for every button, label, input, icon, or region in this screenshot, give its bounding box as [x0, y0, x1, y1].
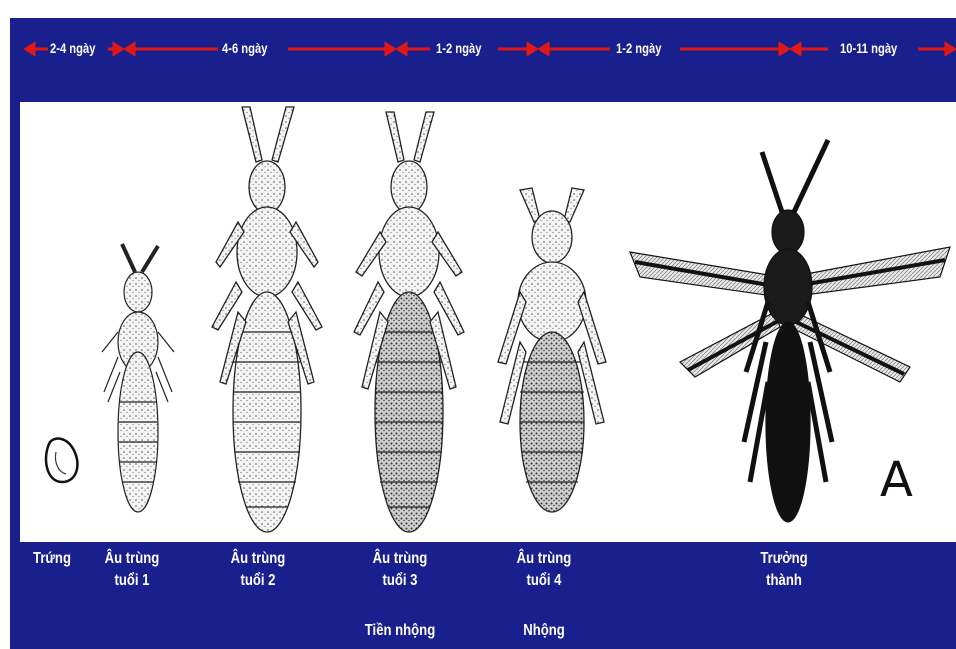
stage-label-adult: Trưởng thành — [743, 548, 825, 592]
stage-label-instar-3: Âu trùng tuổi 3 — [359, 548, 441, 592]
larva-instar-4-drawing — [498, 188, 606, 512]
duration-instar-2: 1-2 ngày — [436, 40, 481, 56]
larva-instar-2-drawing — [212, 107, 322, 532]
duration-adult: 10-11 ngày — [840, 40, 897, 56]
larva-instar-3-drawing — [354, 112, 464, 532]
duration-instar-1: 4-6 ngày — [222, 40, 267, 56]
insect-drawings — [20, 102, 956, 542]
sublabel-prepupa: Tiền nhộng — [359, 622, 441, 640]
illustration-panel: A — [20, 102, 956, 542]
lifecycle-diagram: 2-4 ngày 4-6 ngày 1-2 ngày 1-2 ngày 10-1… — [10, 18, 956, 649]
larva-instar-1-drawing — [102, 244, 174, 512]
stage-label-instar-2: Âu trùng tuổi 2 — [217, 548, 299, 592]
stage-label-instar-1: Âu trùng tuổi 1 — [91, 548, 173, 592]
panel-letter: A — [880, 452, 913, 508]
stage-label-instar-4: Âu trùng tuổi 4 — [503, 548, 585, 592]
duration-prepupa: 1-2 ngày — [616, 40, 661, 56]
sublabel-pupa: Nhộng — [503, 622, 585, 640]
stage-label-egg: Trứng — [21, 548, 83, 570]
duration-bar: 2-4 ngày 4-6 ngày 1-2 ngày 1-2 ngày 10-1… — [10, 18, 956, 84]
duration-arrows — [10, 18, 956, 84]
egg-drawing — [46, 439, 77, 482]
duration-egg: 2-4 ngày — [50, 40, 95, 56]
